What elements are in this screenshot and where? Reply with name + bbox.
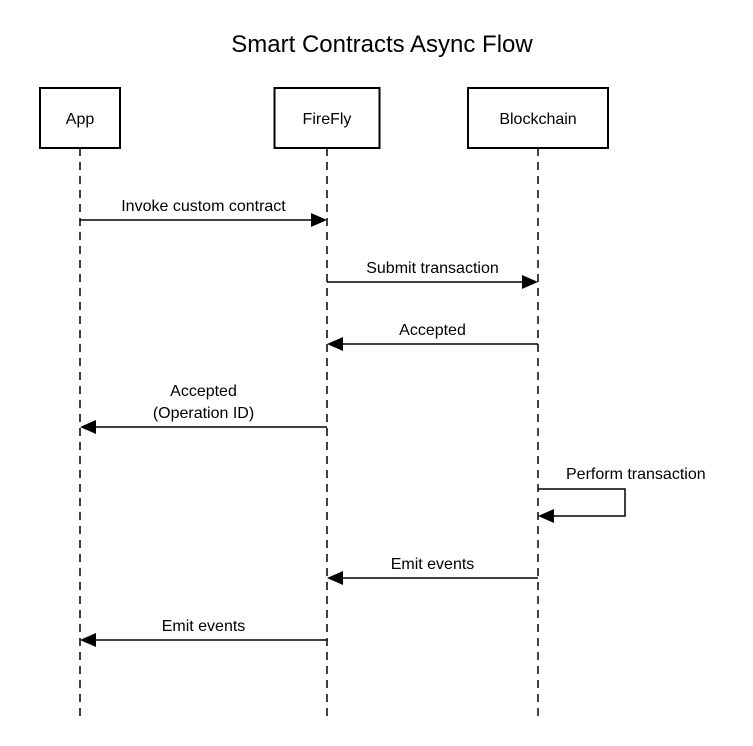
participant-box <box>39 87 121 149</box>
arrow-head <box>538 509 554 523</box>
message-7: Emit events <box>80 618 327 647</box>
message-6: Emit events <box>327 556 538 585</box>
message-label: Accepted <box>399 322 466 339</box>
participant-blockchain: Blockchain <box>467 87 609 149</box>
message-4: Accepted (Operation ID) <box>80 383 327 434</box>
arrow-head <box>80 633 96 647</box>
arrow-head <box>327 571 343 585</box>
arrow-head <box>522 275 538 289</box>
arrow-head <box>327 337 343 351</box>
diagram-title: Smart Contracts Async Flow <box>231 31 533 58</box>
message-label: Perform transaction <box>566 466 706 483</box>
lifelines <box>79 148 539 718</box>
participant-label: App <box>66 111 95 128</box>
message-1: Invoke custom contract <box>80 198 327 227</box>
participant-label: FireFly <box>303 111 352 128</box>
arrow-head <box>311 213 327 227</box>
message-3: Accepted <box>327 322 538 351</box>
participant-label: Blockchain <box>499 111 576 128</box>
message-label: Emit events <box>391 556 475 573</box>
message-label: Emit events <box>162 618 246 635</box>
message-label: Accepted <box>170 383 237 400</box>
message-label: Submit transaction <box>366 260 499 277</box>
arrow-head <box>80 420 96 434</box>
message-2: Submit transaction <box>327 260 538 289</box>
message-5: Perform transaction <box>538 466 706 523</box>
participant-box <box>273 87 381 149</box>
message-label: (Operation ID) <box>153 405 254 422</box>
participant-box <box>467 87 609 149</box>
participant-app: App <box>39 87 121 149</box>
participant-firefly: FireFly <box>273 87 381 149</box>
participants: App FireFly Blockchain <box>39 87 609 149</box>
self-message-line <box>538 488 626 517</box>
message-label: Invoke custom contract <box>121 198 286 215</box>
